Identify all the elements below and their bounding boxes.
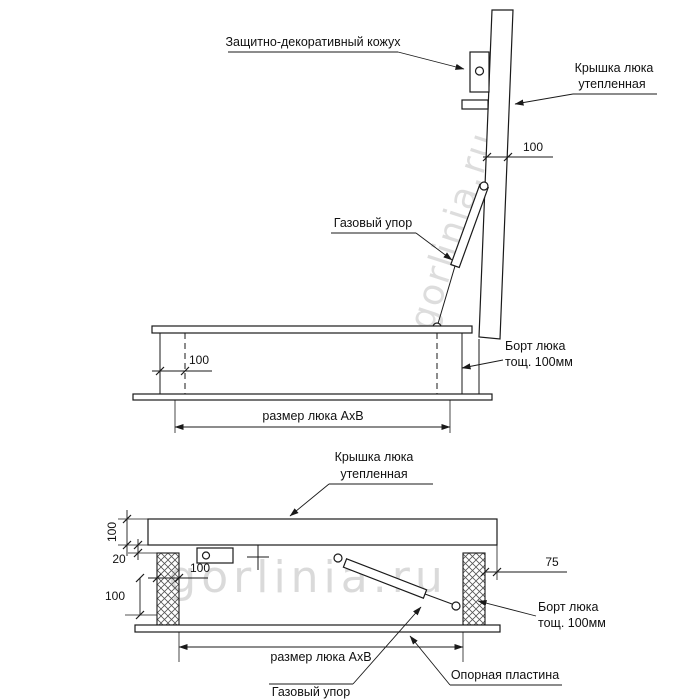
label-board-closed-group: Борт люка тощ. 100мм [477,600,606,630]
label-support-plate: Опорная пластина [451,668,559,682]
lock-bracket [196,547,234,564]
frame-wall-left-section [156,552,180,626]
dim-text-cover-thickness-closed: 100 [105,522,119,542]
casing-screw-icon [474,66,485,76]
label-gas-strut-open: Газовый упор [334,216,412,230]
label-board-closed-1: Борт люка [538,600,598,614]
label-protective-casing-group: Защитно-декоративный кожух [225,35,465,70]
dim-board-width-closed: 100 [148,561,210,583]
dim-size-open: размер люка АхВ [174,400,451,433]
strut-mount-bottom-closed [451,601,461,611]
dim-text-overhang: 75 [545,555,559,569]
strut-rod [436,265,456,328]
label-cover-closed-group: Крышка люка утепленная [289,450,433,517]
dim-board-width-open: 100 [152,353,212,376]
support-plate [134,624,501,633]
label-cover-closed-2: утепленная [340,467,407,481]
dim-text-board-width-open: 100 [189,353,209,367]
base-plate-open-view [132,393,493,401]
dim-text-size-closed: размер люка АхВ [270,650,371,664]
strut-mount-top [479,181,489,191]
lock-hole-icon [201,551,211,560]
gas-strut-closed [333,553,461,611]
label-board-open-2: тощ. 100мм [505,355,573,369]
dim-cover-thickness-closed: 100 [105,510,148,556]
dim-text-lid-thickness: 100 [523,140,543,154]
label-board-open-group: Борт люка тощ. 100мм [461,339,573,370]
gas-strut-open [432,181,489,332]
protective-casing [469,51,490,93]
hatch-lid-open [478,9,514,340]
closed-view: 100 20 100 100 [105,450,606,699]
label-gas-strut-closed-group: Газовый упор [269,606,422,699]
label-cover-open-group: Крышка люка утепленная [514,61,657,106]
strut-mount-top-closed [333,553,343,563]
dim-text-board-width-closed: 100 [190,561,210,575]
label-cover-open-1: Крышка люка [575,61,654,75]
label-protective-casing: Защитно-декоративный кожух [225,35,401,49]
dim-gap: 20 [112,539,157,566]
label-board-open-1: Борт люка [505,339,565,353]
lid-handle [461,99,489,110]
strut-rod-closed [424,593,453,605]
label-support-plate-group: Опорная пластина [409,635,562,686]
dim-size-closed: размер люка АхВ [178,632,464,664]
dim-text-gap: 20 [112,552,126,566]
label-gas-strut-open-group: Газовый упор [331,216,453,261]
dim-depth: 100 [105,573,157,620]
dim-text-size-open: размер люка АхВ [262,409,363,423]
open-view: 100 100 размер люка АхВ Защитно-декорати… [132,9,657,433]
dim-text-depth: 100 [105,589,125,603]
dim-lid-thickness: 100 [482,140,553,162]
label-cover-closed-1: Крышка люка [335,450,414,464]
handle-pin [247,545,269,570]
dim-overhang: 75 [480,545,567,580]
frame-wall-right-section [462,552,486,626]
label-gas-strut-closed: Газовый упор [272,685,350,699]
label-cover-open-2: утепленная [578,77,645,91]
hatch-lid-closed [147,518,498,546]
label-board-closed-2: тощ. 100мм [538,616,606,630]
frame-top-flange [151,325,473,334]
strut-cylinder-closed [342,558,428,599]
